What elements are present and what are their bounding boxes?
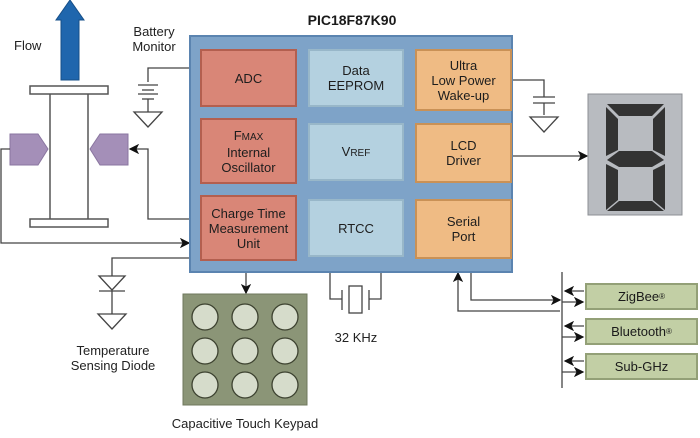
flow-pipe [29,85,109,228]
flow-label: Flow [14,38,42,53]
temp-diode-line2: Sensing Diode [70,358,156,373]
oscillator-line3: Oscillator [221,159,276,175]
fmax-f: F [233,127,242,143]
radio-zigbee: ZigBee® [585,283,698,310]
keypad-button [271,303,299,331]
fmax-sub: MAX [241,131,264,143]
ulpwu-line2: Low Power [431,72,496,88]
registered-mark: ® [659,292,666,301]
lcd-line2: Driver [446,153,481,168]
keypad-button [191,371,219,399]
eeprom-line1: Data [342,63,370,78]
serial-line1: Serial [446,214,481,229]
oscillator-line1: FMAX [221,128,275,145]
seven-segment-display-icon [587,93,683,216]
keypad-button [191,337,219,365]
radio-zigbee-label: ZigBee [617,289,660,304]
radio-subghz: Sub-GHz [585,353,698,380]
radio-bluetooth: Bluetooth® [585,318,698,345]
vref-v: V [341,143,351,159]
keypad-button [231,337,259,365]
oscillator-line2: Internal [226,144,271,160]
keypad-button [271,371,299,399]
rtcc-label: RTCC [338,220,374,236]
diode-icon [96,275,128,330]
radio-bluetooth-label: Bluetooth [611,324,667,339]
keypad-button [271,337,299,365]
serial-line2: Port [451,229,476,244]
keypad-button [231,371,259,399]
battery-monitor-line1: Battery [133,24,175,39]
temp-diode-label: Temperature Sensing Diode [58,343,168,373]
crystal-label: 32 KHz [334,330,378,345]
battery-icon [132,84,164,128]
lcd-line1: LCD [450,138,477,153]
adc-block: ADC [200,49,297,107]
temp-diode-line1: Temperature [76,343,150,358]
capacitive-touch-keypad [182,293,308,406]
chip-title: PIC18F87K90 [307,12,397,28]
ctmu-line3: Unit [236,235,261,251]
adc-label: ADC [234,70,263,86]
vref-sub: REF [350,147,371,159]
capacitor-icon [528,96,560,133]
registered-mark: ® [666,327,672,336]
sensor-left-icon [9,133,49,166]
ctmu-line1: Charge Time [211,205,286,221]
ctmu-line2: Measurement [208,220,289,236]
battery-monitor-label: Battery Monitor [128,24,180,54]
ulpwu-line1: Ultra [449,57,478,73]
crystal-icon [341,285,370,314]
keypad-button [191,303,219,331]
vref-label: VREF [342,144,371,161]
flow-arrow-icon [55,0,85,81]
keypad-label: Capacitive Touch Keypad [171,416,319,431]
battery-monitor-line2: Monitor [132,39,176,54]
rtcc-block: RTCC [308,199,404,257]
eeprom-line2: EEPROM [327,78,385,93]
ulpwu-line3: Wake-up [437,87,490,103]
keypad-button [231,303,259,331]
sensor-right-icon [89,133,129,166]
vref-block: VREF [308,123,404,181]
radio-subghz-label: Sub-GHz [614,359,669,374]
